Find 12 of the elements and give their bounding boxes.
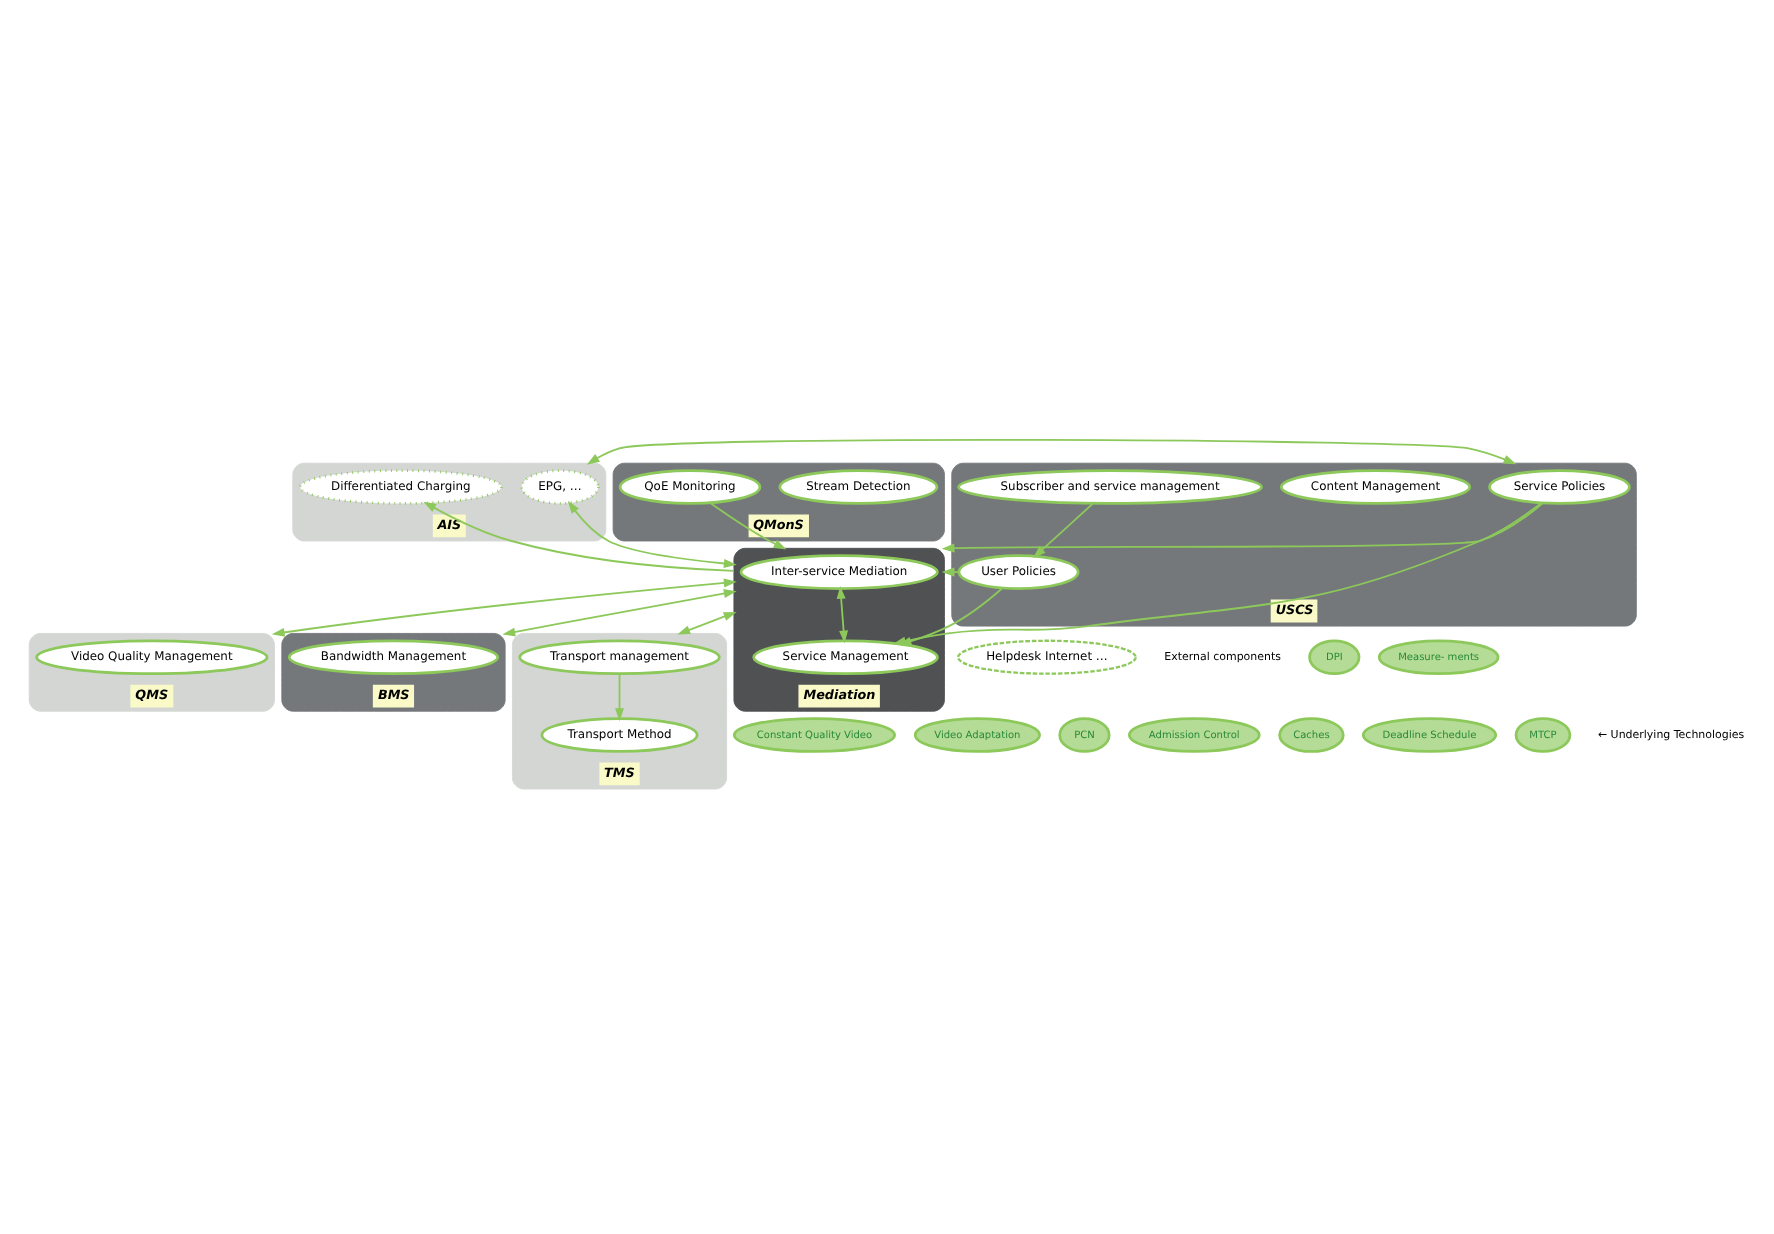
- arrow: [941, 501, 1544, 552]
- arrow: [502, 588, 737, 636]
- arrow: [898, 586, 1004, 645]
- arrow: [271, 577, 737, 636]
- arrow: [677, 610, 737, 634]
- arrow: [836, 584, 849, 643]
- arrow: [709, 501, 787, 549]
- arrow: [567, 499, 737, 567]
- arrow: [615, 671, 624, 721]
- arrow: [586, 438, 1517, 464]
- arrow: [423, 500, 735, 571]
- arrow: [1033, 501, 1094, 558]
